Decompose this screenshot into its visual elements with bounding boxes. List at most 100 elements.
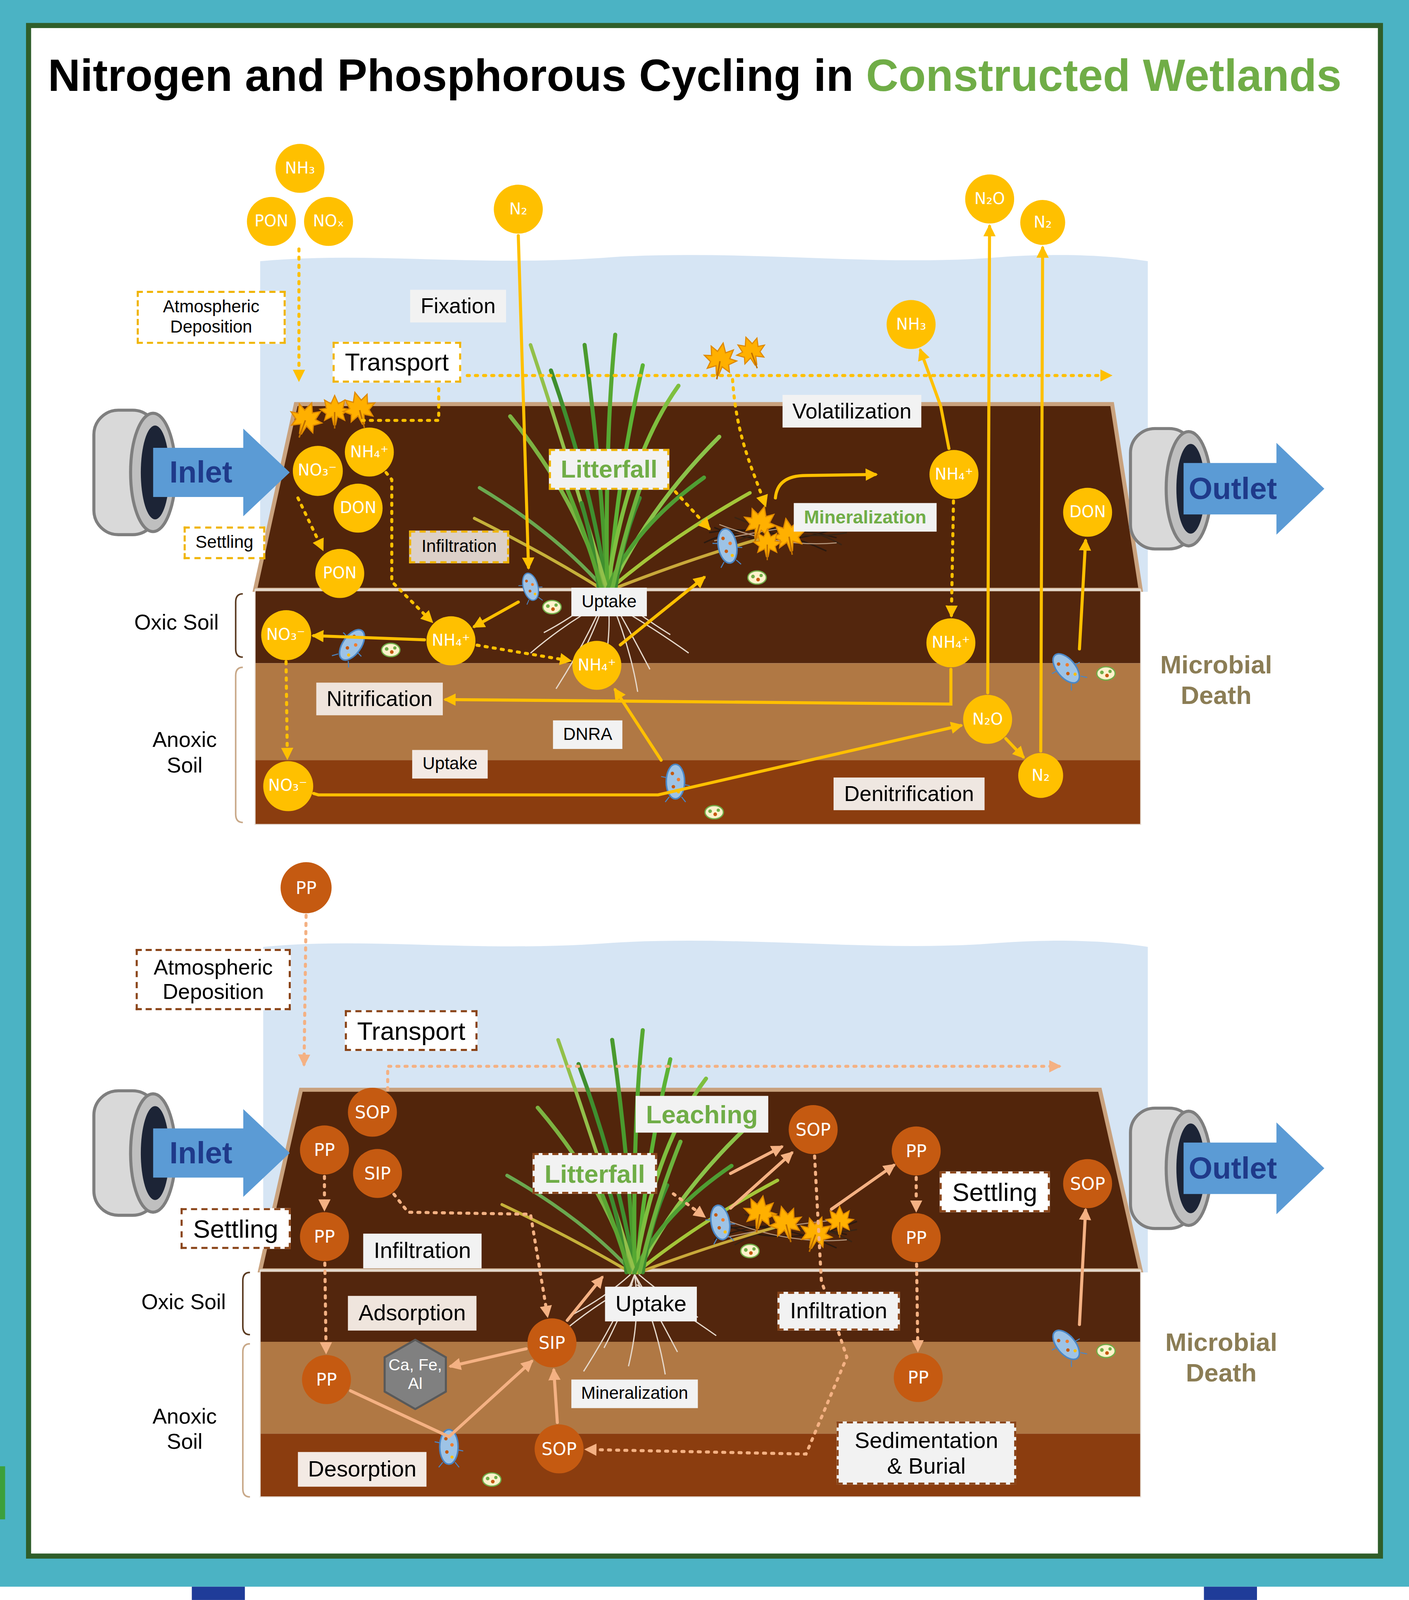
node-text: DON [1069,503,1106,522]
nitrogen-wetland [747,570,766,585]
process-arrows [474,601,519,627]
node-text: NH₄⁺ [350,442,389,461]
node-text: NOₓ [312,212,345,231]
process-arrows [467,373,1110,377]
process-arrows [775,474,876,499]
process-label: Infiltration [363,1233,482,1268]
nutrient-circle: N₂ [493,184,543,234]
nutrient-circle: NH₃ [275,143,325,193]
phosphorus-wetland [1044,1322,1091,1370]
deep-soil-layer [254,760,1141,825]
phosphorus-wetland [482,1472,501,1486]
flow-arrow [285,661,288,758]
phosphorus-wetland [825,1206,854,1238]
node-text: PP [313,1226,336,1247]
node-text: Uptake [581,591,637,612]
process-label: Settling [183,526,266,559]
process-arrows [362,384,439,421]
inner-panel [28,25,1381,1557]
nitrogen-wetland [474,334,761,590]
node-text: PP [313,1139,336,1160]
flow-arrow [1005,738,1024,757]
nutrient-circle: NOₓ [304,197,354,247]
node-text: Uptake [615,1290,687,1317]
layer-label: Anoxic Soil [143,1402,226,1455]
nutrient-circle: N₂O [963,694,1013,744]
node-text: NH₄⁺ [934,465,974,484]
oxic-soil-layer [260,1270,1141,1342]
nitrogen-wetland [661,764,690,802]
flow-arrow [916,1264,918,1350]
node-text: Transport [344,348,449,377]
bracket [235,594,243,658]
nutrient-circle: NO₃⁻ [260,609,311,660]
nutrient-circle: SIP [353,1148,403,1198]
node-text: Settling [193,1213,279,1243]
nitrogen-wetland [542,600,561,614]
nutrient-circle: SOP [788,1104,838,1155]
process-label: Transport [332,342,461,383]
process-label: Atmospheric Deposition [135,948,291,1011]
node-text: Outlet [1188,471,1277,507]
phosphorus-wetland [703,1202,738,1246]
process-label: Desorption [297,1452,427,1487]
flow-arrow-shape [152,1109,290,1197]
title-part: Nitrogen and Phosphorous Cycling in [47,49,866,100]
process-label: Litterfall [532,1152,658,1195]
nutrient-circle: PP [893,1352,944,1402]
bracket [242,1343,250,1497]
nitrogen-wetland [1044,645,1091,693]
node-text: Infiltration [789,1298,888,1324]
node-text: Volatilization [792,399,912,424]
flow-arrow [920,350,949,449]
node-text: Denitrification [844,781,975,807]
nitrogen-wetland [381,643,400,657]
node-text: NH₄⁺ [931,633,970,652]
process-label: DNRA [552,720,623,749]
phosphorus-wetland [740,1244,759,1258]
anoxic-soil-layer [254,662,1141,761]
process-arrows [567,1277,602,1321]
nutrient-circle: SOP [534,1424,584,1474]
process-arrows [297,497,323,549]
node-text: Adsorption [358,1300,466,1326]
soil-surface [254,403,1141,590]
nitrogen-wetland [1096,666,1115,680]
node-text: Ca, Fe, Al [385,1356,445,1393]
node-text: Fixation [420,293,496,319]
nutrient-circle: NH₄⁺ [926,618,976,668]
process-label: Fixation [410,289,506,323]
layer-label: Oxic Soil [141,1289,226,1315]
node-text: DON [339,498,377,518]
process-arrows [673,1193,704,1217]
process-label: Leaching [635,1095,768,1134]
nutrient-circle: NH₄⁺ [344,427,395,477]
nutrient-circle: NH₄⁺ [929,449,979,499]
node-text: NH₃ [895,315,927,334]
nitrogen-wetland [705,805,724,819]
process-label: Litterfall [548,449,670,490]
nutrient-circle: NO₃⁻ [292,445,343,496]
nutrient-circle: SOP [347,1087,397,1137]
node-text: Atmospheric Deposition [149,297,274,338]
node-text: Transport [356,1015,466,1046]
frame-tab [1204,1586,1257,1600]
outlet-arrow: Outlet [1183,442,1325,535]
node-text: Uptake [422,754,478,775]
nitrogen-wetland [515,570,546,606]
nutrient-circle: PON [247,197,297,247]
phosphorus-wetland [1096,1344,1115,1358]
node-text: Settling [952,1176,1038,1207]
flow-arrow-shape [152,428,290,516]
nutrient-circle: NH₃ [886,299,936,350]
nitrogen-wetland [710,526,746,569]
nutrient-circle: SOP [1063,1159,1113,1209]
node-text: PON [254,212,289,231]
node-text: NH₄⁺ [577,655,616,675]
flow-arrow [324,1263,326,1352]
process-label: Sedimentation & Burial [836,1420,1017,1486]
node-text: Mineralization [581,1383,689,1404]
flow-arrow [451,1348,527,1367]
bracket [235,667,243,823]
layer-label: Oxic Soil [134,609,219,636]
